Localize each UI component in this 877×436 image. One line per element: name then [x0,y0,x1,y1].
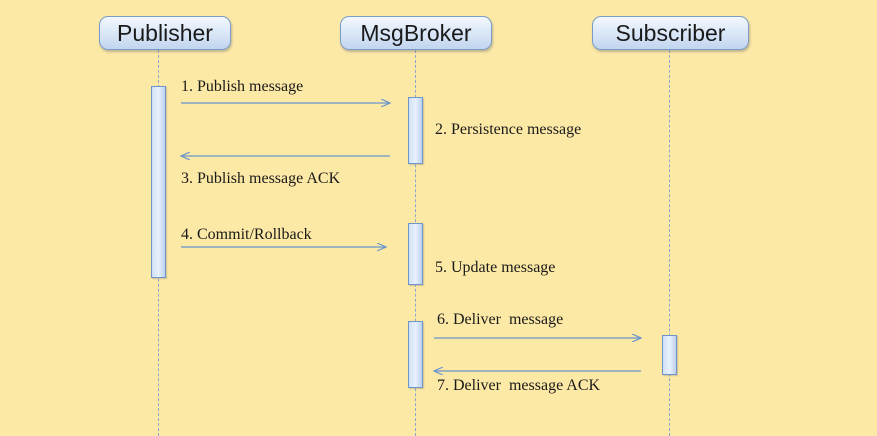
message-2-label: 2. Persistence message [435,121,582,138]
broker-activation-3 [408,321,423,388]
subscriber-actor-label: Subscriber [615,19,726,46]
subscriber-lifeline [669,50,670,436]
message-1-label: 1. Publish message [181,78,304,95]
broker-activation-2 [408,223,423,285]
subscriber-activation [662,335,677,375]
broker-activation-1 [408,97,423,164]
message-6-label: 6. Deliver message [437,311,564,328]
message-7-label: 7. Deliver message ACK [437,377,601,394]
message-4-label: 4. Commit/Rollback [181,226,312,243]
broker-actor-label: MsgBroker [360,19,472,46]
publisher-actor-label: Publisher [117,19,213,46]
message-3-label: 3. Publish message ACK [181,170,341,187]
publisher-actor: Publisher [99,16,231,50]
publisher-activation [151,86,166,278]
subscriber-actor: Subscriber [592,16,749,50]
broker-actor: MsgBroker [340,16,492,50]
message-5-label: 5. Update message [435,259,556,276]
